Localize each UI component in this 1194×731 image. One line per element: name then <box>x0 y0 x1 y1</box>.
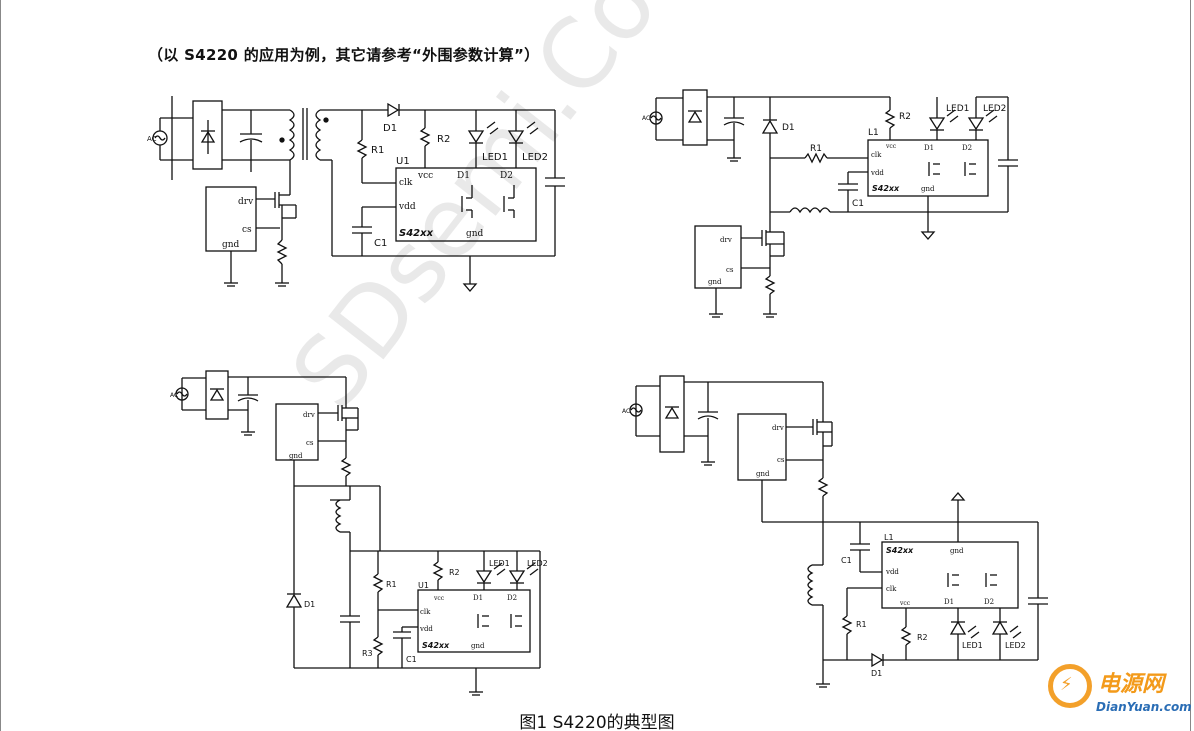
c3-chip-gnd: gnd <box>471 642 485 650</box>
c4-drv-pin: drv <box>772 424 784 432</box>
circuit-3 <box>175 370 541 696</box>
c1-chip-name: S42xx <box>399 228 434 239</box>
dianyuan-logo: ⚡ 电源网 DianYuan.com <box>1040 660 1192 728</box>
c4-l1-label: L1 <box>884 533 894 542</box>
c3-cs-pin: cs <box>306 439 314 447</box>
c3-r3-label: R3 <box>362 649 373 658</box>
circuit-2 <box>649 89 1018 318</box>
c2-led1-label: LED1 <box>946 104 969 114</box>
c2-clk-pin: clk <box>871 151 882 159</box>
c4-di1-pin: D1 <box>944 598 954 606</box>
c2-d1-label: D1 <box>782 123 795 133</box>
c3-led1-label: LED1 <box>489 559 510 568</box>
c3-r1-label: R1 <box>386 580 397 589</box>
c2-chip-name: S42xx <box>872 184 900 193</box>
c2-c1-label: C1 <box>852 199 864 209</box>
c1-drv-pin: drv <box>238 197 254 207</box>
c3-ac-label: AC <box>170 392 178 399</box>
c1-u1-label: U1 <box>396 156 410 167</box>
c4-vdd-pin: vdd <box>885 568 899 576</box>
c2-r2-label: R2 <box>899 112 911 122</box>
c4-cs-pin: cs <box>777 456 785 464</box>
c2-di1-pin: D1 <box>924 144 934 152</box>
plug-icon: ⚡ <box>1060 674 1073 695</box>
c4-ac-label: AC <box>622 408 630 415</box>
c2-drv-pin: drv <box>720 236 732 244</box>
c3-vdd-pin: vdd <box>419 625 433 633</box>
c1-led2-label: LED2 <box>522 152 548 163</box>
c1-vdd-pin: vdd <box>398 202 416 212</box>
c4-gnd-pin: gnd <box>756 470 770 478</box>
c3-clk-pin: clk <box>420 608 431 616</box>
circuit-1 <box>152 96 565 292</box>
c4-c1-label: C1 <box>841 556 852 565</box>
c2-ac-label: AC <box>642 115 650 122</box>
c1-clk-pin: clk <box>399 178 413 188</box>
c1-r1-label: R1 <box>371 145 384 156</box>
c3-drv-pin: drv <box>303 411 315 419</box>
c3-vcc-pin: vcc <box>433 595 445 602</box>
c3-c1-label: C1 <box>406 655 417 664</box>
circuit-4 <box>629 375 1048 688</box>
c4-di2-pin: D2 <box>984 598 994 606</box>
c4-led2-label: LED2 <box>1005 641 1026 650</box>
c4-clk-pin: clk <box>886 585 897 593</box>
c4-chip-gnd: gnd <box>950 547 964 555</box>
c1-cs-pin: cs <box>242 225 252 235</box>
c4-chip-name: S42xx <box>886 546 914 555</box>
c2-di2-pin: D2 <box>962 144 972 152</box>
c3-di2-pin: D2 <box>507 594 517 602</box>
right-page-edge <box>1190 0 1191 731</box>
c2-cs-pin: cs <box>726 266 734 274</box>
c2-r1-label: R1 <box>810 144 822 154</box>
c2-vdd-pin: vdd <box>870 169 884 177</box>
c1-d1-label: D1 <box>383 123 397 134</box>
c4-d1-label: D1 <box>871 669 882 678</box>
c1-di1-pin: D1 <box>457 171 470 181</box>
c3-di1-pin: D1 <box>473 594 483 602</box>
c2-l1-label: L1 <box>868 128 879 138</box>
c3-led2-label: LED2 <box>527 559 548 568</box>
logo-ring <box>1048 664 1092 708</box>
figure-caption: 图1 S4220的典型图 <box>519 713 675 731</box>
c3-chip-name: S42xx <box>422 641 450 650</box>
c3-u1-label: U1 <box>418 581 429 590</box>
c3-d1-label: D1 <box>304 600 315 609</box>
c1-led1-label: LED1 <box>482 152 508 163</box>
c2-led2-label: LED2 <box>983 104 1006 114</box>
c1-c1-label: C1 <box>374 238 387 249</box>
c3-r2-label: R2 <box>449 568 460 577</box>
logo-en-text: DianYuan.com <box>1096 700 1192 714</box>
c1-gnd-pin: gnd <box>222 240 240 250</box>
c4-r1-label: R1 <box>856 620 867 629</box>
c1-vcc-pin: vcc <box>417 171 433 181</box>
c1-di2-pin: D2 <box>500 171 513 181</box>
c2-vcc-pin: vcc <box>885 143 897 150</box>
c2-chip-gnd: gnd <box>921 185 935 193</box>
header-note: （以 S4220 的应用为例，其它请参考“外围参数计算”） <box>148 46 540 64</box>
c4-vcc-pin: vcc <box>899 600 911 607</box>
logo-cn-text: 电源网 <box>1098 672 1165 697</box>
c2-gnd-pin: gnd <box>708 278 722 286</box>
c1-chip-gnd: gnd <box>466 229 484 239</box>
c1-r2-label: R2 <box>437 134 450 145</box>
c4-led1-label: LED1 <box>962 641 983 650</box>
c3-gnd-pin: gnd <box>289 452 303 460</box>
left-page-edge <box>0 0 1 731</box>
c4-r2-label: R2 <box>917 633 928 642</box>
c1-ac-label: AC <box>147 135 157 143</box>
